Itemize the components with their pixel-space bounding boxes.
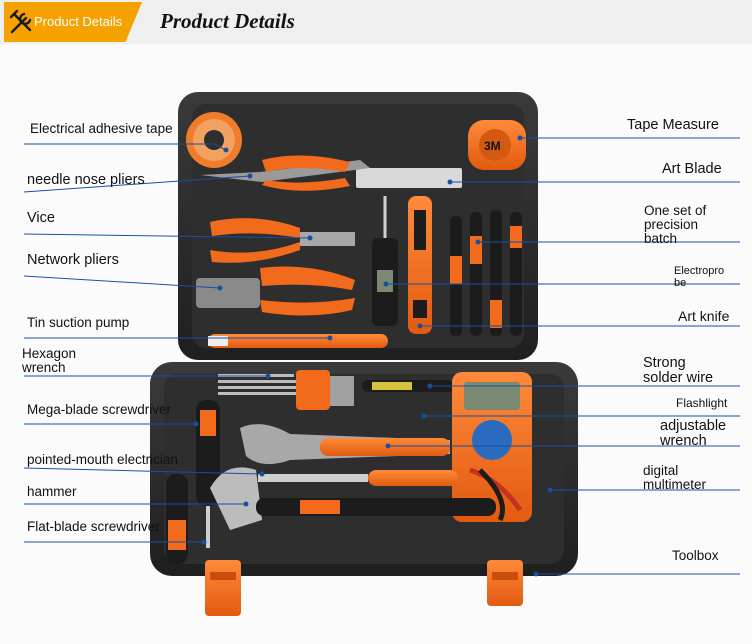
- label-strong-solder-wire: Strong solder wire: [643, 355, 714, 387]
- tape-measure-brand: 3M: [484, 139, 501, 153]
- label-digital-multimeter: digital multimeter: [643, 463, 707, 493]
- header-bar: Product Details Product Details: [0, 0, 752, 44]
- label-network-pliers: Network pliers: [27, 252, 119, 268]
- leader-lines-left: [23, 143, 333, 545]
- badge-label: Product Details: [34, 14, 123, 29]
- tin-suction-pump-tool: [208, 334, 388, 348]
- label-tin-suction-pump: Tin suction pump: [27, 315, 130, 330]
- label-needle-nose-pliers: needle nose pliers: [27, 172, 145, 188]
- label-electrical-adhesive-tape: Electrical adhesive tape: [30, 121, 173, 136]
- electrical-tape-roll: [186, 112, 242, 168]
- soldering-iron-tool: [258, 470, 458, 486]
- digital-multimeter-tool: [452, 372, 532, 522]
- toolbox-illustration: 3M: [23, 92, 740, 616]
- hammer-tool: [210, 467, 496, 530]
- label-flashlight: Flashlight: [676, 396, 728, 410]
- label-tape-measure: Tape Measure: [627, 117, 719, 133]
- label-art-knife: Art knife: [678, 308, 730, 324]
- art-blade-pack: [356, 168, 462, 188]
- label-vice: Vice: [27, 210, 55, 226]
- vice-tool: [210, 218, 355, 263]
- label-adjustable-wrench: adjustable wrench: [660, 418, 727, 450]
- network-pliers-tool: [196, 266, 355, 316]
- label-art-blade: Art Blade: [662, 161, 722, 177]
- label-hexagon-wrench: Hexagon wrench: [22, 346, 77, 376]
- label-electroprobe: Electropro be: [674, 265, 725, 289]
- flashlight-tool: [362, 380, 454, 392]
- case-latches: [205, 560, 523, 616]
- flat-blade-screwdriver-tool: [166, 474, 188, 564]
- page-title: Product Details: [160, 9, 295, 33]
- label-pointed-mouth-electrician: pointed-mouth electrician: [27, 452, 178, 467]
- product-image-panel: 3M: [0, 44, 752, 644]
- mega-blade-screwdriver-tool: [196, 400, 220, 548]
- art-knife-tool: [408, 196, 432, 334]
- adjustable-wrench-tool: [240, 424, 450, 465]
- tools-icon: [9, 9, 32, 34]
- label-flat-blade-screwdriver: Flat-blade screwdriver: [27, 519, 160, 534]
- product-details-badge: Product Details: [4, 2, 142, 42]
- label-hammer: hammer: [27, 484, 77, 499]
- label-mega-blade-screwdriver: Mega-blade screwdriver: [27, 402, 172, 417]
- label-precision-batch: One set of precision batch: [644, 203, 707, 247]
- leader-lines-right: [383, 135, 740, 577]
- tape-measure-tool: 3M: [468, 120, 526, 170]
- label-toolbox: Toolbox: [672, 548, 719, 563]
